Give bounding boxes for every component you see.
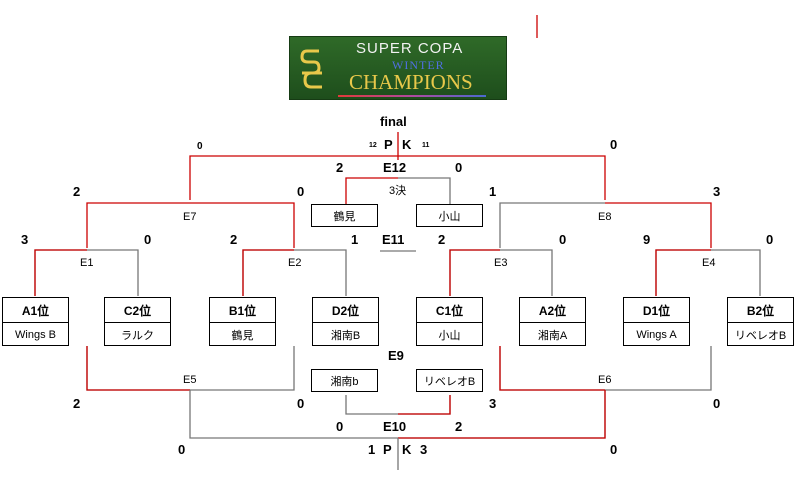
- team-seed: D1位: [624, 298, 689, 323]
- e6-score-right: 0: [713, 396, 721, 411]
- team-name: 湘南A: [537, 330, 568, 342]
- e7-bracket-right: [190, 202, 295, 248]
- e3-winner: [449, 249, 500, 296]
- e10-label: E10: [383, 419, 407, 434]
- team-name: Wings A: [636, 329, 677, 341]
- e7-score-right: 0: [297, 184, 305, 199]
- team-seed: D2位: [313, 298, 378, 323]
- bottom-pk-left: 1: [368, 442, 376, 457]
- final-pk-left: 12: [369, 142, 377, 149]
- team-seed: B1位: [210, 298, 275, 323]
- e5-score-right: 0: [297, 396, 305, 411]
- team-name: 鶴見: [231, 330, 254, 342]
- team-name: リベレオB: [734, 330, 787, 342]
- team-seed: B2位: [728, 298, 793, 323]
- e9-bracket: [345, 395, 451, 415]
- e5-winner: [86, 346, 190, 391]
- e1-score-left: 3: [21, 232, 29, 247]
- e2-winner: [242, 249, 294, 296]
- e7-bracket-left: [86, 202, 190, 248]
- team-name: 小山: [438, 330, 461, 342]
- team-seed: A2位: [520, 298, 585, 323]
- final-score-left: 0: [197, 141, 203, 152]
- e8-score-right: 3: [713, 184, 721, 199]
- bottom-score-right: 0: [610, 442, 618, 457]
- bottom-pk-right: 3: [420, 442, 428, 457]
- team-seed: A1位: [3, 298, 68, 323]
- bottom-score-left: 0: [178, 442, 186, 457]
- third-place-team-right: 小山: [416, 204, 483, 227]
- e8-bracket-left: [499, 202, 605, 248]
- sc-monogram-icon: [300, 49, 322, 89]
- final-bar: [189, 155, 606, 200]
- third-place-team-left: 鶴見: [311, 204, 378, 227]
- e11-score-right: 2: [438, 232, 446, 247]
- team-card: C1位 小山: [416, 297, 483, 346]
- e11-score-left: 1: [351, 232, 359, 247]
- e1-winner: [34, 249, 87, 296]
- e2-label: E2: [288, 257, 302, 269]
- team-card: A1位 Wings B: [2, 297, 69, 346]
- e8-label: E8: [598, 211, 612, 223]
- e12-bracket-right: [398, 177, 451, 204]
- e11-label: E11: [382, 232, 405, 247]
- logo-swoosh: [338, 95, 486, 97]
- final-pk-right: 11: [422, 142, 430, 149]
- e12-label: E12: [383, 160, 407, 175]
- third-place-label: 3決: [389, 185, 407, 197]
- team-name: 湘南B: [330, 330, 361, 342]
- e6-label: E6: [598, 374, 612, 386]
- team-card: D2位 湘南B: [312, 297, 379, 346]
- final-pk-p: P: [384, 137, 393, 152]
- e10-winner: [398, 390, 606, 439]
- team-name: Wings B: [15, 329, 56, 341]
- e9-team-right: リベレオB: [416, 369, 483, 392]
- team-name: ラルク: [121, 330, 154, 342]
- e1-score-right: 0: [144, 232, 152, 247]
- e7-score-left: 2: [73, 184, 81, 199]
- e3-score-right: 0: [559, 232, 567, 247]
- e8-score-left: 1: [489, 184, 497, 199]
- e12-score-left: 2: [336, 160, 344, 175]
- tournament-logo: SUPER COPA WINTER CHAMPIONS: [289, 36, 507, 100]
- e9-team-left: 湘南b: [311, 369, 378, 392]
- e4-score-left: 9: [643, 232, 651, 247]
- e3-label: E3: [494, 257, 508, 269]
- e12-score-right: 0: [455, 160, 463, 175]
- team-card: B1位 鶴見: [209, 297, 276, 346]
- logo-line-1: SUPER COPA: [356, 40, 464, 57]
- e6-winner: [499, 346, 605, 391]
- e1-label: E1: [80, 257, 94, 269]
- logo-line-3: CHAMPIONS: [349, 70, 473, 94]
- final-label: final: [380, 114, 407, 129]
- team-card: B2位 リベレオB: [727, 297, 794, 346]
- e5-score-left: 2: [73, 396, 81, 411]
- team-card: D1位 Wings A: [623, 297, 690, 346]
- e6-score-left: 3: [489, 396, 497, 411]
- e8-bracket-right: [605, 202, 712, 248]
- e4-label: E4: [702, 257, 716, 269]
- e12-bracket-left: [345, 177, 398, 204]
- e4-score-right: 0: [766, 232, 774, 247]
- e9-label: E9: [388, 348, 404, 363]
- team-card: C2位 ラルク: [104, 297, 171, 346]
- e10-score-right: 2: [455, 419, 463, 434]
- e9-winner: [398, 395, 451, 415]
- e10-score-left: 0: [336, 419, 344, 434]
- logo-line-2: WINTER: [392, 58, 445, 72]
- team-seed: C2位: [105, 298, 170, 323]
- e7-label: E7: [183, 211, 197, 223]
- e2-score-left: 2: [230, 232, 238, 247]
- final-pk-k: K: [402, 137, 412, 152]
- bottom-pk-k: K: [402, 442, 412, 457]
- bottom-pk-p: P: [383, 442, 392, 457]
- e5-label: E5: [183, 374, 197, 386]
- final-score-right: 0: [610, 137, 618, 152]
- team-seed: C1位: [417, 298, 482, 323]
- team-card: A2位 湘南A: [519, 297, 586, 346]
- e4-winner: [655, 249, 711, 296]
